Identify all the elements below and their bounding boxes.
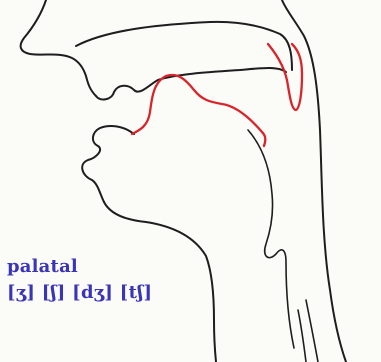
caption-title: palatal bbox=[7, 256, 78, 277]
upper-lip-outline bbox=[96, 68, 286, 99]
lower-lip-outline bbox=[82, 126, 134, 202]
caption-phonetic-symbols: [ʒ] [ʃ] [dʒ] [tʃ] bbox=[7, 282, 152, 303]
nasal-cavity-outline bbox=[76, 22, 292, 70]
trachea-outline bbox=[298, 300, 318, 362]
nose-outline bbox=[21, 0, 96, 96]
velum-highlight bbox=[268, 44, 302, 110]
tongue-root-outline bbox=[248, 130, 294, 348]
palatal-tongue-highlight bbox=[132, 75, 265, 146]
